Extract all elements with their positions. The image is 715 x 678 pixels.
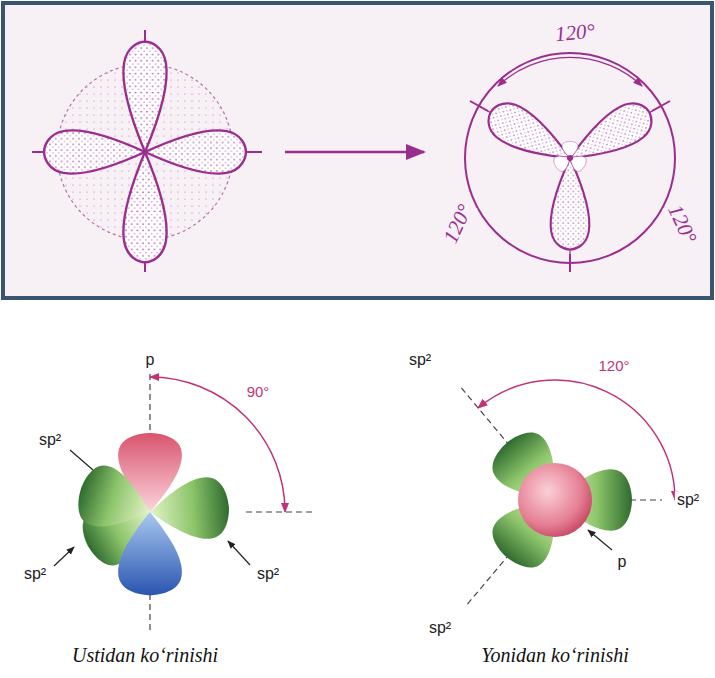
orbital-3d-top-view [54, 374, 316, 632]
orbital-sketch-after [465, 53, 675, 272]
orbital-label: p [144, 351, 157, 369]
orbital-label: sp² [22, 565, 48, 583]
orbital-label: sp² [255, 565, 281, 583]
transform-arrow [285, 151, 424, 154]
angle-label: 120° [662, 199, 701, 249]
orbital-label: sp² [675, 491, 701, 509]
angle-label: 120° [596, 358, 631, 375]
photo-frame [3, 3, 712, 298]
view-caption: Ustidan ko‘rinishi [70, 644, 220, 666]
angle-label: 120° [552, 20, 598, 47]
angle-label: 90° [245, 384, 272, 401]
orbital-label: sp² [37, 431, 63, 449]
orbital-label: sp² [407, 351, 433, 369]
orbital-3d-side-view [459, 380, 675, 607]
orbital-label: sp² [427, 619, 453, 637]
view-caption: Yonidan ko‘rinishi [479, 644, 631, 666]
orbital-sketch-before [32, 30, 262, 272]
angle-label: 120° [438, 199, 477, 249]
orbital-label: p [616, 553, 629, 571]
